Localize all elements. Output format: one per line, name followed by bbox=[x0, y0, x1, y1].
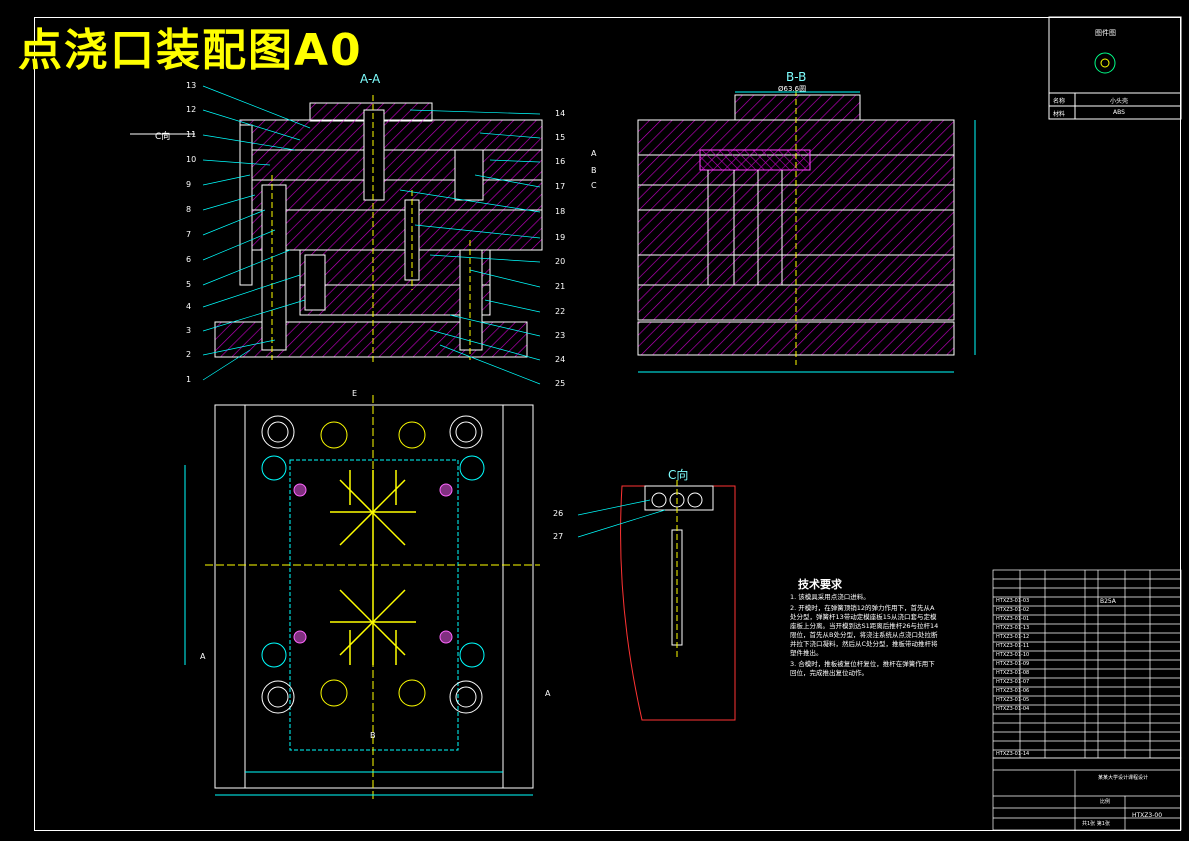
bom-code: HTXZ3-01-06 bbox=[996, 688, 1030, 694]
part-number: 6 bbox=[186, 255, 192, 264]
part-number: 22 bbox=[555, 307, 566, 316]
part-number: 19 bbox=[555, 233, 566, 242]
bom-code: HTXZ3-01-04 bbox=[996, 706, 1030, 712]
tech-item: 3. 合模时，推板被复位杆复位，推杆在弹簧作用下回位，完成推出复位动作。 bbox=[790, 660, 935, 677]
part-number: 11 bbox=[186, 130, 197, 139]
bom-code: HTXZ3-01-03 bbox=[996, 598, 1030, 604]
thumbnail-label: 材料 bbox=[1053, 111, 1066, 118]
part-number: 20 bbox=[555, 257, 566, 266]
part-number: 25 bbox=[555, 379, 566, 388]
section-aa-label: A-A bbox=[360, 72, 381, 86]
bom-code: HTXZ3-01-10 bbox=[996, 652, 1030, 658]
sheet-info: 共1张 第1张 bbox=[1082, 821, 1110, 827]
plan-mark: B bbox=[370, 731, 376, 740]
bom-code: HTXZ3-01-14 bbox=[996, 751, 1030, 757]
bom-code: HTXZ3-01-13 bbox=[996, 625, 1030, 631]
part-number: 23 bbox=[555, 331, 566, 340]
part-number: 8 bbox=[186, 205, 192, 214]
part-number: 18 bbox=[555, 207, 566, 216]
view-c-label: C向 bbox=[668, 468, 689, 482]
tech-heading: 技术要求 bbox=[798, 578, 842, 591]
view-c bbox=[577, 480, 736, 721]
part-number: 21 bbox=[555, 282, 566, 291]
part-number: 17 bbox=[555, 182, 566, 191]
bom-code: HTXZ3-01-02 bbox=[996, 607, 1030, 613]
side-marker: B bbox=[591, 166, 597, 175]
bom-code: HTXZ3-01-12 bbox=[996, 634, 1030, 640]
part-number: 14 bbox=[555, 109, 566, 118]
thumbnail-value: ABS bbox=[1113, 109, 1125, 116]
thumbnail-label: 名称 bbox=[1053, 98, 1066, 105]
part-number: 2 bbox=[186, 350, 192, 359]
part-number: 27 bbox=[553, 532, 564, 541]
bom-code: HTXZ3-01-05 bbox=[996, 697, 1030, 703]
bb-dimension: Ø63.6圆 bbox=[778, 85, 807, 93]
part-number: 5 bbox=[186, 280, 192, 289]
part-number: 3 bbox=[186, 326, 192, 335]
plan-mark: A bbox=[200, 652, 206, 661]
c-arrow-label: C向 bbox=[155, 132, 171, 142]
tech-item: 1. 该模具采用点浇口进料。 bbox=[790, 593, 870, 601]
part-number: 10 bbox=[186, 155, 197, 164]
runner-layout bbox=[330, 470, 416, 665]
section-aa bbox=[130, 95, 543, 365]
bom-code: HTXZ3-01-08 bbox=[996, 670, 1030, 676]
material-spec: B25A bbox=[1100, 598, 1116, 605]
part-number: 26 bbox=[553, 509, 564, 518]
bom-code: HTXZ3-01-11 bbox=[996, 643, 1030, 649]
drawing-border bbox=[34, 17, 1181, 831]
thumbnail-value: 小头壳 bbox=[1110, 98, 1129, 105]
section-bb-label: B-B bbox=[786, 70, 807, 84]
bom-code: HTXZ3-01-01 bbox=[996, 616, 1030, 622]
side-marker: C bbox=[591, 181, 597, 190]
bom-code: HTXZ3-01-07 bbox=[996, 679, 1030, 685]
thumbnail-header: 图件图 bbox=[1095, 29, 1116, 37]
section-bb bbox=[637, 90, 976, 373]
part-number: 12 bbox=[186, 105, 197, 114]
part-number: 4 bbox=[186, 302, 192, 311]
scale-label: 比例 bbox=[1100, 799, 1111, 805]
technical-requirements: 技术要求 1. 该模具采用点浇口进料。 2. 开模时，在弹簧顶销12的弹力作用下… bbox=[790, 578, 940, 680]
drawing-number: HTXZ3-00 bbox=[1132, 812, 1163, 819]
school-name: 某某大学设计课程设计 bbox=[1098, 775, 1149, 781]
part-number: 16 bbox=[555, 157, 566, 166]
plan-mark: E bbox=[352, 389, 358, 398]
drawing-title: 点浇口装配图A0 bbox=[18, 25, 363, 76]
bom-code: HTXZ3-01-09 bbox=[996, 661, 1030, 667]
part-number: 24 bbox=[555, 355, 566, 364]
part-number: 15 bbox=[555, 133, 566, 142]
part-number: 1 bbox=[186, 375, 192, 384]
leaders-aa bbox=[202, 85, 541, 385]
part-number: 9 bbox=[186, 180, 192, 189]
side-marker: A bbox=[591, 149, 597, 158]
part-number: 13 bbox=[186, 81, 197, 90]
plan-mark: A bbox=[545, 689, 551, 698]
bom-table bbox=[992, 569, 1182, 831]
tech-item: 2. 开模时，在弹簧顶销12的弹力作用下，首先从A处分型，弹簧杆13带动定模座板… bbox=[790, 604, 939, 657]
part-number: 7 bbox=[186, 230, 192, 239]
thumbnail-box bbox=[1048, 16, 1182, 120]
plan-view bbox=[184, 395, 540, 800]
